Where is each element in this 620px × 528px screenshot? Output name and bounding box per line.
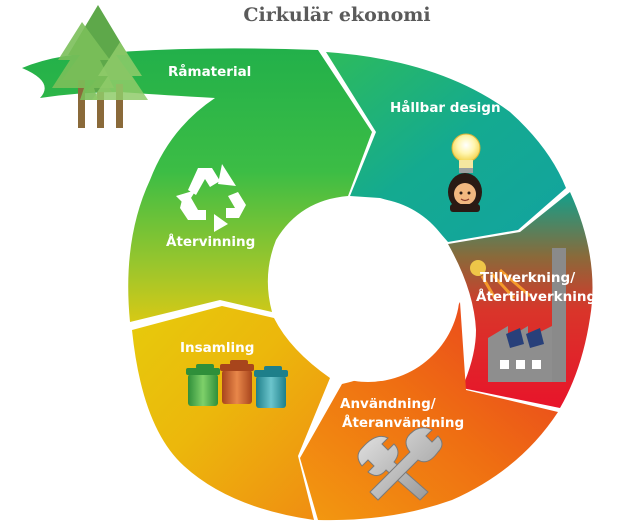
label-tillverkning-line1: Tillverkning/ <box>480 270 575 286</box>
label-atervinning: Återvinning <box>166 233 255 250</box>
page-title: Cirkulär ekonomi <box>243 4 430 26</box>
designer-face-icon <box>448 173 482 212</box>
tree-icon <box>52 5 148 128</box>
center-hub <box>276 198 460 382</box>
lightbulb-icon <box>451 133 481 173</box>
label-anvandning-line2: Återanvändning <box>342 414 464 431</box>
segment-anvandning <box>300 302 558 521</box>
wrench-icon <box>357 427 443 501</box>
label-hallbar-design: Hållbar design <box>390 99 501 116</box>
label-tillverkning-line2: Återtillverkning <box>476 288 596 305</box>
segment-hallbar-design <box>326 52 566 242</box>
segment-insamling <box>132 306 330 520</box>
label-ramaterial: Råmaterial <box>168 63 251 80</box>
label-insamling: Insamling <box>180 340 254 356</box>
trash-bins-icon <box>186 360 288 408</box>
factory-icon <box>470 248 566 382</box>
label-anvandning-line1: Användning/ <box>340 396 436 412</box>
recycle-icon <box>176 164 246 232</box>
